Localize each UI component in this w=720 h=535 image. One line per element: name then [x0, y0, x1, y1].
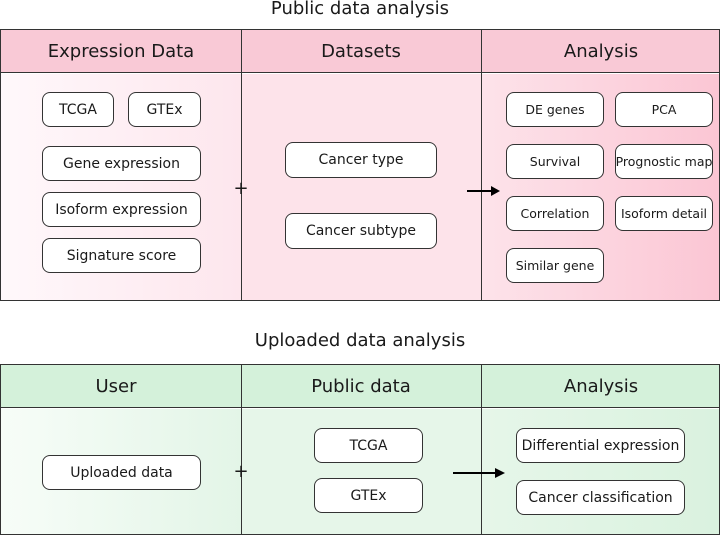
cancer-type-box[interactable]: Cancer type	[285, 142, 437, 178]
public-section-title: Public data analysis	[270, 0, 450, 19]
cancer-subtype-box[interactable]: Cancer subtype	[285, 213, 437, 249]
public-header-row	[1, 30, 719, 73]
public-divider-2	[481, 30, 482, 300]
isoform-detail-box[interactable]: Isoform detail	[615, 196, 713, 231]
header-expression-data: Expression Data	[47, 41, 195, 62]
datasets-column-bg	[241, 74, 481, 300]
survival-box[interactable]: Survival	[506, 144, 604, 179]
cancer-classification-box[interactable]: Cancer classification	[516, 480, 685, 515]
correlation-box[interactable]: Correlation	[506, 196, 604, 231]
isoform-expression-box[interactable]: Isoform expression	[42, 192, 201, 227]
de-genes-box[interactable]: DE genes	[506, 92, 604, 127]
similar-gene-box[interactable]: Similar gene	[506, 248, 604, 283]
public-gtex-box[interactable]: GTEx	[314, 478, 423, 513]
gene-expression-box[interactable]: Gene expression	[42, 146, 201, 181]
arrow-right-icon	[467, 186, 500, 196]
public-analysis-panel: Expression Data Datasets Analysis TCGA G…	[0, 29, 720, 301]
uploaded-header-row	[1, 365, 719, 408]
pca-box[interactable]: PCA	[615, 92, 713, 127]
header-analysis: Analysis	[563, 41, 639, 62]
plus-sign: +	[233, 178, 249, 199]
uploaded-section-title: Uploaded data analysis	[254, 330, 466, 351]
signature-score-box[interactable]: Signature score	[42, 238, 201, 273]
uploaded-data-box[interactable]: Uploaded data	[42, 455, 201, 490]
tcga-box[interactable]: TCGA	[42, 92, 114, 127]
uploaded-divider-1	[241, 365, 242, 534]
header-analysis-uploaded: Analysis	[563, 376, 639, 397]
header-public-data: Public data	[311, 376, 411, 397]
public-tcga-box[interactable]: TCGA	[314, 428, 423, 463]
plus-sign-uploaded: +	[233, 461, 249, 482]
public-divider-1	[241, 30, 242, 300]
uploaded-divider-2	[481, 365, 482, 534]
gtex-box[interactable]: GTEx	[128, 92, 201, 127]
uploaded-analysis-panel: User Public data Analysis Uploaded data …	[0, 364, 720, 535]
header-user: User	[95, 376, 137, 397]
arrow-right-icon	[453, 468, 505, 478]
prognostic-map-box[interactable]: Prognostic map	[615, 144, 713, 179]
header-datasets: Datasets	[321, 41, 401, 62]
differential-expression-box[interactable]: Differential expression	[516, 428, 685, 463]
